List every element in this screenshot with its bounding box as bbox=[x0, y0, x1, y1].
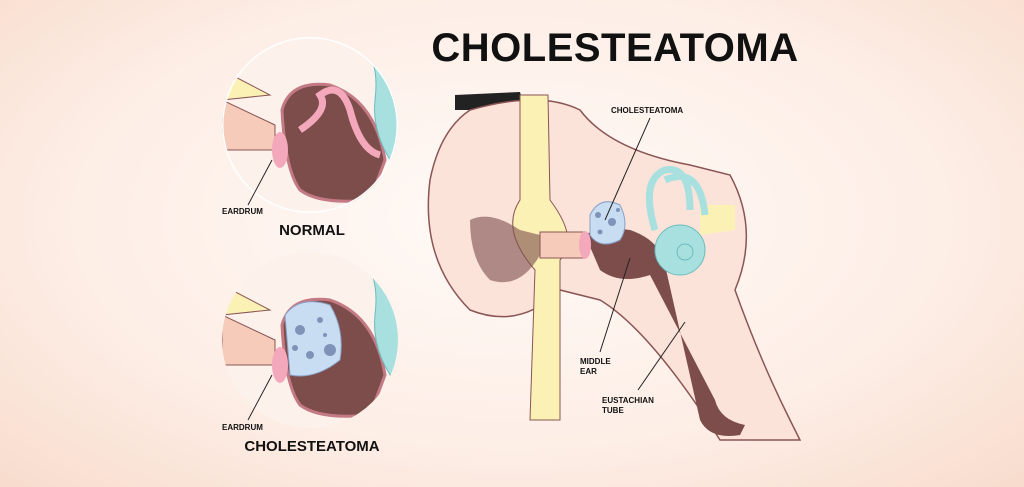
eardrum-label-normal: EARDRUM bbox=[222, 207, 263, 216]
eardrum-label-cholesteatoma: EARDRUM bbox=[222, 423, 263, 432]
eustachian-line2: TUBE bbox=[602, 406, 624, 415]
eustachian-line1: EUSTACHIAN bbox=[602, 396, 654, 405]
page-title: CHOLESTEATOMA bbox=[431, 26, 799, 70]
normal-caption: NORMAL bbox=[279, 222, 345, 239]
cholesteatoma-ear-inset bbox=[222, 252, 398, 428]
main-ear-cross-section bbox=[427, 92, 802, 441]
middle-ear-line2: EAR bbox=[580, 367, 597, 376]
cholesteatoma-label: CHOLESTEATOMA bbox=[611, 106, 684, 115]
middle-ear-line1: MIDDLE bbox=[580, 357, 611, 366]
cholesteatoma-caption: CHOLESTEATOMA bbox=[244, 438, 380, 455]
normal-ear-inset bbox=[222, 37, 398, 213]
